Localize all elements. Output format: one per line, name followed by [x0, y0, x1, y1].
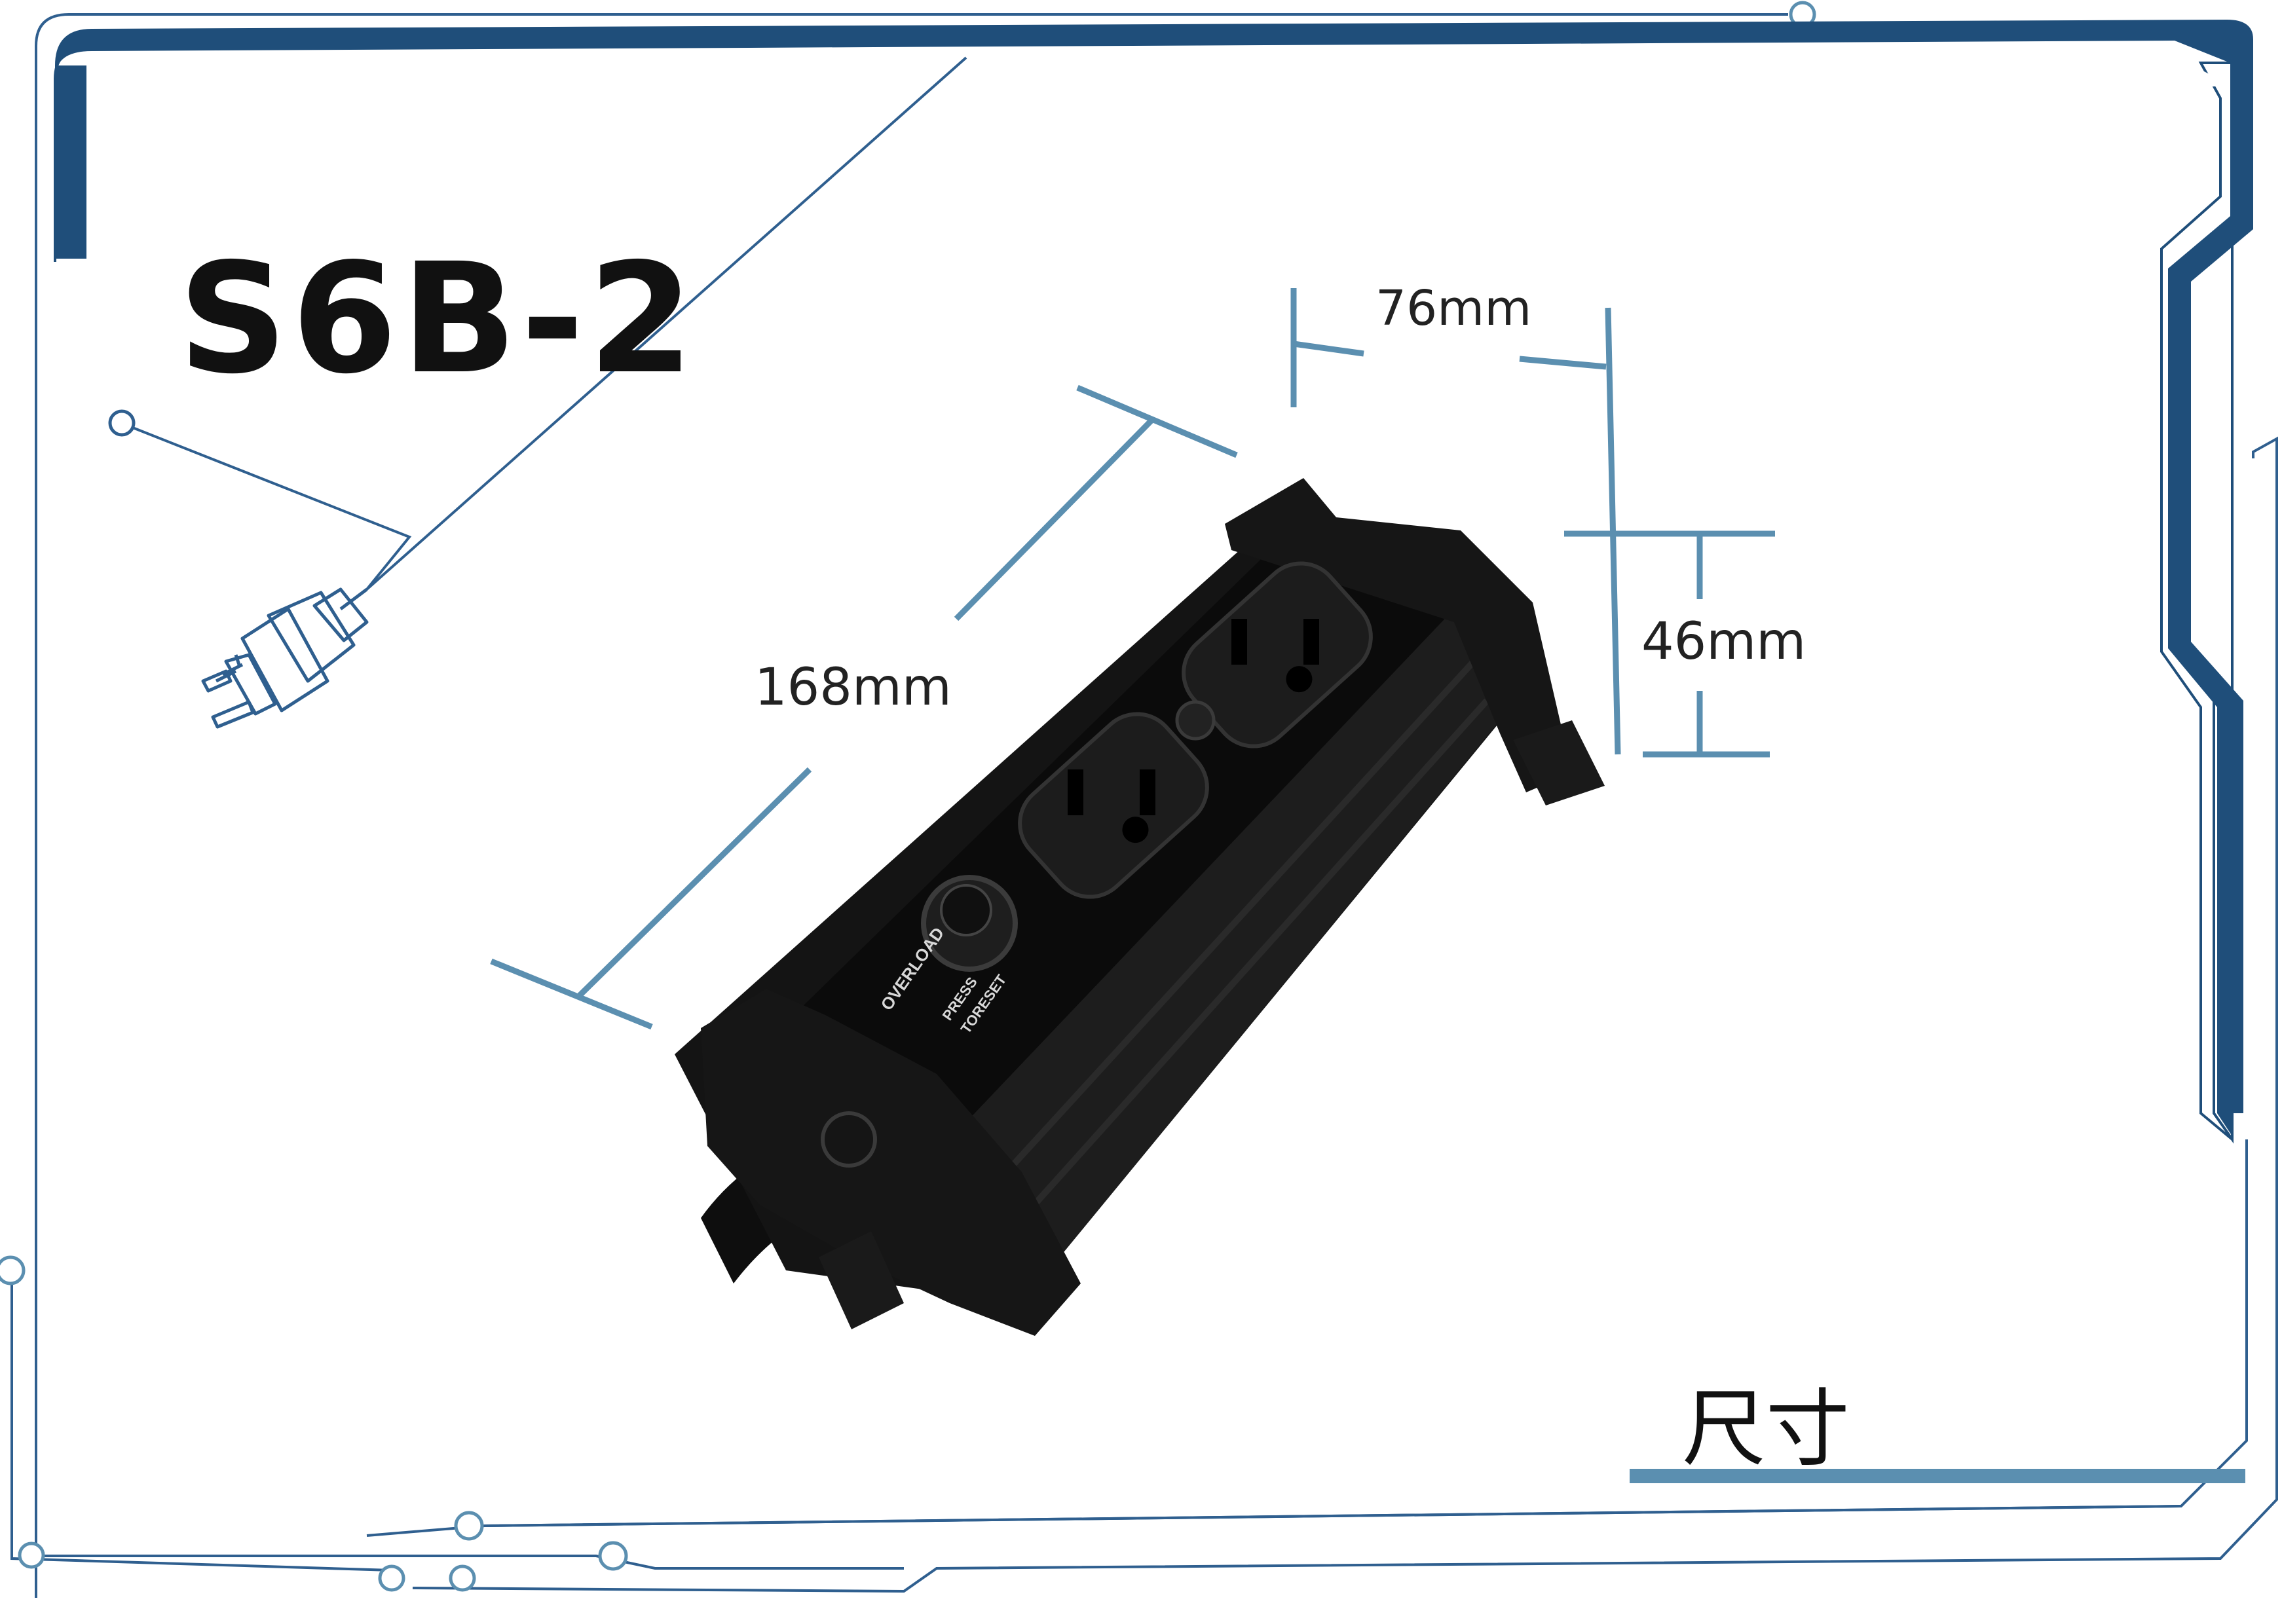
outlet	[1182, 561, 1373, 748]
frame-node	[378, 1564, 405, 1592]
length-dim-lower-line	[577, 767, 812, 998]
width-dim-right-arm	[1519, 356, 1607, 370]
length-dim-upper-line	[954, 416, 1155, 621]
bottom-frame-line	[484, 1505, 2182, 1527]
width-dim-left-arm	[1293, 341, 1364, 357]
plug-icon	[201, 587, 369, 729]
reset-button-cap	[940, 884, 992, 936]
length-dim-bottom-tick	[490, 958, 653, 1030]
frame-node	[108, 409, 136, 437]
mounting-foot	[819, 1231, 904, 1329]
height-dimension-label: 46mm	[1641, 612, 1806, 671]
plug-lead-line	[130, 426, 412, 591]
frame-node	[598, 1541, 628, 1571]
top-band-inner	[55, 58, 2230, 259]
left-band	[55, 65, 86, 259]
power-strip-image	[675, 478, 1605, 1336]
left-vertical-line	[10, 1282, 392, 1572]
end-cap-near	[701, 989, 1081, 1336]
end-cap-far	[1225, 478, 1572, 792]
front-screw	[821, 1111, 877, 1168]
frame-node	[0, 1255, 26, 1285]
frame-node	[18, 1541, 45, 1569]
outlet	[1018, 712, 1209, 899]
side-groove	[980, 659, 1476, 1201]
length-dim-top-tick	[1076, 384, 1238, 458]
right-outer-line	[412, 436, 2278, 1593]
mounting-foot	[1513, 720, 1605, 805]
section-underline	[1630, 1469, 2245, 1483]
section-label: 尺寸	[1682, 1380, 1850, 1478]
side-groove	[996, 698, 1489, 1247]
model-title: S6B-2	[178, 231, 698, 407]
frame-node	[454, 1511, 484, 1541]
frame-node	[449, 1564, 476, 1592]
diagonal-circuit-line	[365, 56, 967, 591]
length-dimension-label: 168mm	[755, 658, 952, 717]
width-dimension-label: 76mm	[1375, 280, 1532, 337]
outer-frame-line	[35, 13, 1788, 1598]
dimension-lines	[490, 288, 1775, 1030]
center-screw	[1175, 700, 1216, 741]
